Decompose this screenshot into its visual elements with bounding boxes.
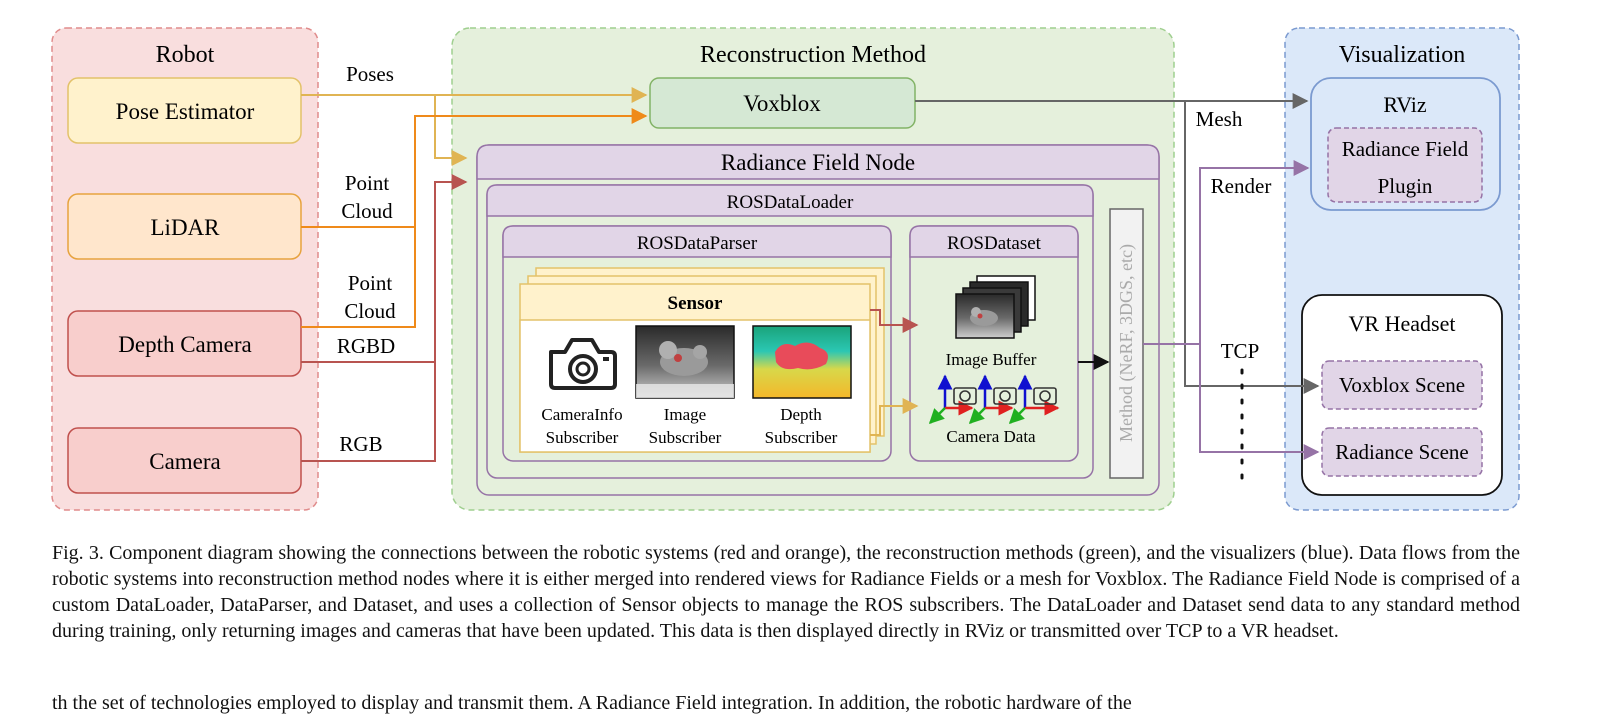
tcp-edge-label: TCP (1221, 339, 1260, 363)
depth-camera-label: Depth Camera (118, 332, 251, 357)
mesh-edge-label: Mesh (1196, 107, 1243, 131)
depth-camera-node[interactable]: Depth Camera (67, 310, 302, 377)
lidar-node[interactable]: LiDAR (67, 193, 302, 260)
point-cloud-edge-label-1b: Cloud (341, 199, 393, 223)
figure-caption: Fig. 3. Component diagram showing the co… (52, 542, 1520, 642)
render-edge-label: Render (1211, 174, 1272, 198)
ros-dataset-title: ROSDataset (947, 233, 1042, 254)
point-cloud-edge-label-2a: Point (348, 271, 393, 295)
rgb-connector (301, 174, 468, 462)
rgb-edge-label: RGB (339, 432, 382, 456)
ros-dataset[interactable]: ROSDataset (909, 225, 1079, 462)
camera-label: Camera (149, 449, 221, 474)
mesh-connector (915, 93, 1320, 394)
poses-edge-label: Poses (346, 62, 394, 86)
depth-map-icon (752, 325, 852, 399)
radiance-field-plugin-node[interactable]: Radiance Field Plugin (1327, 127, 1483, 203)
robot-group: Robot (51, 27, 319, 511)
camera-outline-icon (549, 338, 617, 390)
radiance-field-plugin-label-2: Plugin (1378, 174, 1433, 198)
image-subscriber-label-1: Image (664, 405, 706, 424)
camera-node[interactable]: Camera (67, 427, 302, 494)
vr-headset-title: VR Headset (1349, 311, 1456, 336)
component-diagram: Robot Reconstruction Method Visualizatio… (51, 27, 1520, 511)
reconstruction-group-title: Reconstruction Method (700, 42, 926, 68)
camerainfo-subscriber-label-2: Subscriber (546, 428, 619, 447)
sensor-to-dataset-connector (870, 309, 919, 436)
point-cloud-edge-label-1a: Point (345, 171, 390, 195)
rviz-title: RViz (1383, 92, 1427, 117)
voxblox-label: Voxblox (743, 91, 821, 116)
depth-subscriber-label-2: Subscriber (765, 428, 838, 447)
pose-estimator-node[interactable]: Pose Estimator (67, 77, 302, 144)
lidar-label: LiDAR (151, 215, 221, 240)
radiance-field-plugin-label-1: Radiance Field (1342, 137, 1469, 161)
render-connector (1143, 160, 1320, 460)
point-cloud-edge-label-2b: Cloud (344, 299, 396, 323)
radiance-field-node-title: Radiance Field Node (721, 150, 915, 175)
visualization-group-title: Visualization (1339, 42, 1466, 68)
method-node[interactable]: Method (NeRF, 3DGS, etc) (1109, 208, 1144, 479)
camerainfo-subscriber-label-1: CameraInfo (541, 405, 622, 424)
radiance-scene-label: Radiance Scene (1335, 440, 1469, 464)
pose-estimator-label: Pose Estimator (116, 99, 255, 124)
ros-data-parser-title: ROSDataParser (637, 233, 758, 254)
robot-group-title: Robot (156, 42, 215, 68)
method-label: Method (NeRF, 3DGS, etc) (1116, 244, 1137, 442)
voxblox-node[interactable]: Voxblox (649, 77, 916, 129)
voxblox-scene-label: Voxblox Scene (1339, 373, 1465, 397)
radiance-scene-node[interactable]: Radiance Scene (1321, 427, 1483, 477)
camera-axes-icon (928, 374, 1060, 425)
stuffed-toy-photo-icon (635, 325, 735, 399)
depth-subscriber-label-1: Depth (780, 405, 822, 424)
point-cloud-connector (301, 108, 648, 328)
camera-data-label: Camera Data (946, 427, 1036, 446)
image-subscriber-label-2: Subscriber (649, 428, 722, 447)
ros-data-loader-title: ROSDataLoader (727, 192, 854, 213)
sensor-stack[interactable]: Sensor CameraInfo Subscriber Image Subsc… (519, 267, 885, 453)
image-buffer-label: Image Buffer (946, 350, 1037, 369)
voxblox-scene-node[interactable]: Voxblox Scene (1321, 360, 1483, 410)
body-text-fragment: th the set of technologies employed to d… (52, 692, 1132, 714)
rgbd-edge-label: RGBD (337, 334, 395, 358)
sensor-title: Sensor (668, 293, 723, 314)
image-stack-icon (955, 275, 1036, 339)
